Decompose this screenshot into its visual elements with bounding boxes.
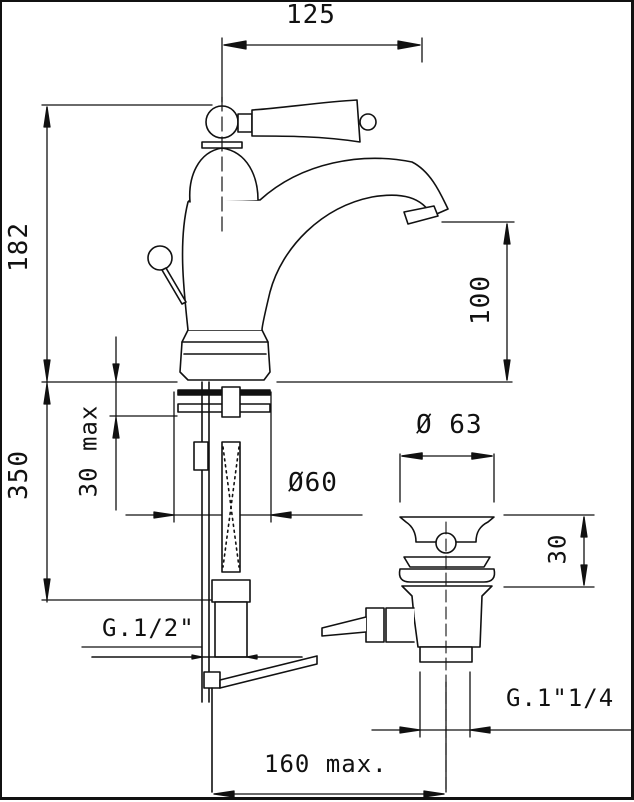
waste-assembly — [321, 452, 496, 793]
dim-waste30-lines — [503, 514, 595, 588]
dim-waste-thread-label: G.1"1/4 — [506, 684, 615, 712]
dim-spout-reach-label: 125 — [286, 0, 336, 30]
dim-100-lines — [441, 221, 515, 381]
faucet-body — [147, 99, 449, 381]
dim-g114-lines — [371, 671, 633, 793]
dim-waste-diameter-label: Ø 63 — [416, 410, 483, 440]
dim-60-lines — [125, 391, 363, 523]
dim-125-lines — [221, 37, 423, 103]
dim-total-height-label: 182 — [3, 222, 34, 272]
dim-hole-diameter-label: Ø60 — [288, 468, 338, 498]
dim-182-lines — [41, 104, 513, 603]
dim-deck-thickness-label: 30 max — [74, 404, 103, 498]
dim-rod-length-label: 160 max. — [264, 750, 388, 778]
dim-spout-height-label: 100 — [465, 275, 496, 325]
dim-inlet-thread-label: G.1/2" — [102, 614, 195, 642]
under-deck-assembly — [91, 381, 318, 793]
dim-160-lines — [213, 790, 445, 798]
dim-30max-lines — [109, 336, 178, 523]
dim-below-deck-label: 350 — [3, 450, 34, 500]
dim-waste-height-label: 30 — [543, 533, 572, 565]
dim-g12-lines — [81, 646, 258, 660]
